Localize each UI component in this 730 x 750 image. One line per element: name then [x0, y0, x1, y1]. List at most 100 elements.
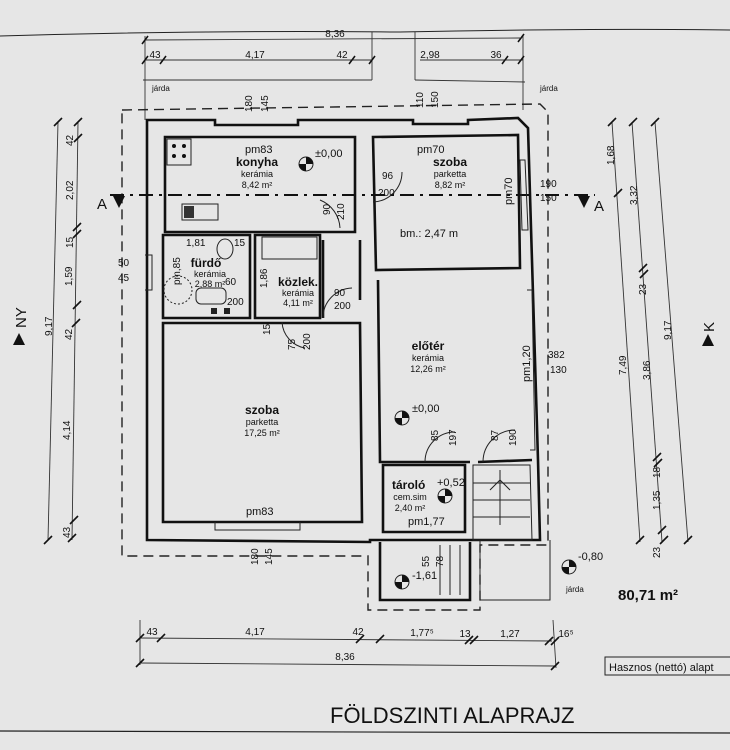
- dimension-label: 130: [550, 365, 567, 376]
- dimension-label: 90: [322, 203, 333, 215]
- net-area-label: Hasznos (nettó) alapt: [609, 662, 714, 674]
- level-markers: [298, 156, 577, 590]
- dim-right-seg: 23: [638, 283, 649, 295]
- dim-left-seg: 4,14: [62, 420, 73, 440]
- room-area: 12,26 m²: [410, 364, 446, 374]
- dim-bottom-seg: 1,27: [500, 629, 520, 640]
- section-arrow-icon: [578, 196, 590, 208]
- dim-left-seg: 42: [65, 134, 76, 146]
- room-floor: kerámia: [282, 288, 314, 298]
- room-konyha: pm83 ±0,00 konyha kerámia 8,42 m²: [236, 144, 342, 190]
- total-area: 80,71 m²: [618, 587, 678, 604]
- title-underline: [0, 730, 730, 734]
- sidewalk-label: járda: [539, 84, 558, 93]
- dimension-label: 150: [540, 193, 557, 204]
- dimension-label: 75: [287, 338, 298, 350]
- section-label: A: [97, 196, 107, 213]
- dim-top-seg: 36: [490, 50, 502, 61]
- dimension-label: 1,86: [259, 268, 270, 288]
- room-area: 4,11 m²: [283, 298, 313, 308]
- kitchen-sink: [181, 203, 219, 221]
- room-area: 2,40 m²: [395, 503, 426, 513]
- dimension-label: 200: [334, 301, 351, 312]
- dimension-label: 145: [264, 548, 275, 565]
- dimension-label: 145: [260, 95, 271, 112]
- dimension-label: 110: [415, 92, 426, 108]
- dimension-label: 78: [435, 555, 446, 567]
- orientation-arrow-icon: [702, 334, 714, 346]
- sidewalk-label: járda: [151, 84, 170, 93]
- room-height: bm.: 2,47 m: [400, 228, 458, 240]
- eaves-outline: [121, 103, 549, 611]
- dimension-label: 1,81: [186, 238, 206, 249]
- dimension-label: 90: [334, 288, 346, 299]
- room-szoba-large: szoba parketta 17,25 m² pm83: [244, 403, 280, 518]
- dim-right-total: 9,17: [663, 320, 674, 340]
- sill-height: pm70: [417, 144, 445, 156]
- dimension-label: 55: [421, 555, 432, 567]
- room-name: tároló: [392, 478, 425, 492]
- dim-right-seg: 1,68: [606, 145, 617, 165]
- dim-top-seg: 2,98: [420, 50, 440, 61]
- sill-height: pm70: [503, 177, 515, 205]
- room-szoba-small: pm70 szoba parketta 8,82 m² bm.: 2,47 m …: [400, 144, 515, 240]
- drawing-title: FÖLDSZINTI ALAPRAJZ: [330, 703, 575, 728]
- stairs: [261, 236, 530, 595]
- sill-height: pm,85: [172, 257, 183, 285]
- dim-left-seg: 43: [62, 526, 73, 538]
- orientation-label: NY: [13, 307, 30, 328]
- level-value: ±0,00: [315, 148, 342, 160]
- room-name: előtér: [412, 339, 445, 353]
- room-tarolo: tároló +0,52 cem.sim 2,40 m² pm1,77: [392, 477, 465, 528]
- dim-bottom-seg: 4,17: [245, 627, 265, 638]
- section-arrow-icon: [113, 196, 125, 208]
- room-floor: parketta: [434, 169, 467, 179]
- dim-bottom-seg: 1,77⁵: [410, 628, 434, 639]
- dim-bottom-seg: 13: [459, 629, 471, 640]
- dim-right-seg: 1,35: [652, 490, 663, 510]
- dimension-label: 190: [540, 179, 557, 190]
- dimension-label: 200: [378, 188, 395, 199]
- sill-height: pm83: [246, 506, 274, 518]
- dim-left-seg: 42: [64, 328, 75, 340]
- room-floor: kerámia: [412, 353, 444, 363]
- dimension-label: 190: [508, 429, 519, 446]
- dimension-label: 50: [118, 258, 130, 269]
- room-area: 17,25 m²: [244, 428, 280, 438]
- dim-right-seg: 23: [652, 546, 663, 558]
- sidewalk-label: járda: [565, 585, 584, 594]
- dimension-label: 200: [302, 333, 313, 350]
- room-furdo: fürdő kerámia 2,88 m² pm,85: [172, 256, 226, 289]
- dim-top-seg: 4,17: [245, 50, 265, 61]
- room-name: közlek.: [278, 275, 318, 289]
- dimension-label: 150: [430, 91, 441, 108]
- section-label: A: [594, 198, 604, 215]
- dim-bottom-seg: 42: [352, 627, 364, 638]
- dim-left-seg: 2,02: [65, 180, 76, 200]
- toilet: [216, 238, 234, 260]
- room-eloter: előtér kerámia 12,26 m² ±0,00 pm1,20: [410, 339, 533, 415]
- sill-height: pm1,20: [521, 345, 533, 382]
- dimension-label: 45: [118, 273, 130, 284]
- dimension-label: 180: [244, 95, 255, 112]
- dim-top-seg: 43: [149, 50, 161, 61]
- dim-left-total: 9,17: [44, 316, 55, 336]
- room-name: szoba: [245, 403, 279, 417]
- orientation-label: K: [701, 322, 718, 332]
- right-dimensions: 1,68 7,49 3,32 23 3,86 18 1,35 23 9,17 K: [606, 117, 718, 558]
- washbasin: [195, 287, 227, 305]
- dim-left-seg: 1,59: [64, 266, 75, 286]
- shower: [163, 275, 193, 305]
- dim-bottom-seg: 16⁵: [558, 629, 573, 640]
- net-area-box: [604, 656, 730, 676]
- dimension-label: 60: [225, 277, 237, 288]
- room-floor: kerámia: [241, 169, 273, 179]
- dimension-label: 87: [490, 429, 501, 441]
- sill-height: pm83: [245, 144, 273, 156]
- level-value: +0,52: [437, 477, 465, 489]
- left-dimensions: 42 2,02 15 1,59 42 4,14 43 9,17 NY: [13, 117, 83, 545]
- dim-bottom-total: 8,36: [335, 652, 355, 663]
- room-floor: cem.sim: [393, 492, 427, 502]
- dimension-label: 210: [336, 203, 347, 220]
